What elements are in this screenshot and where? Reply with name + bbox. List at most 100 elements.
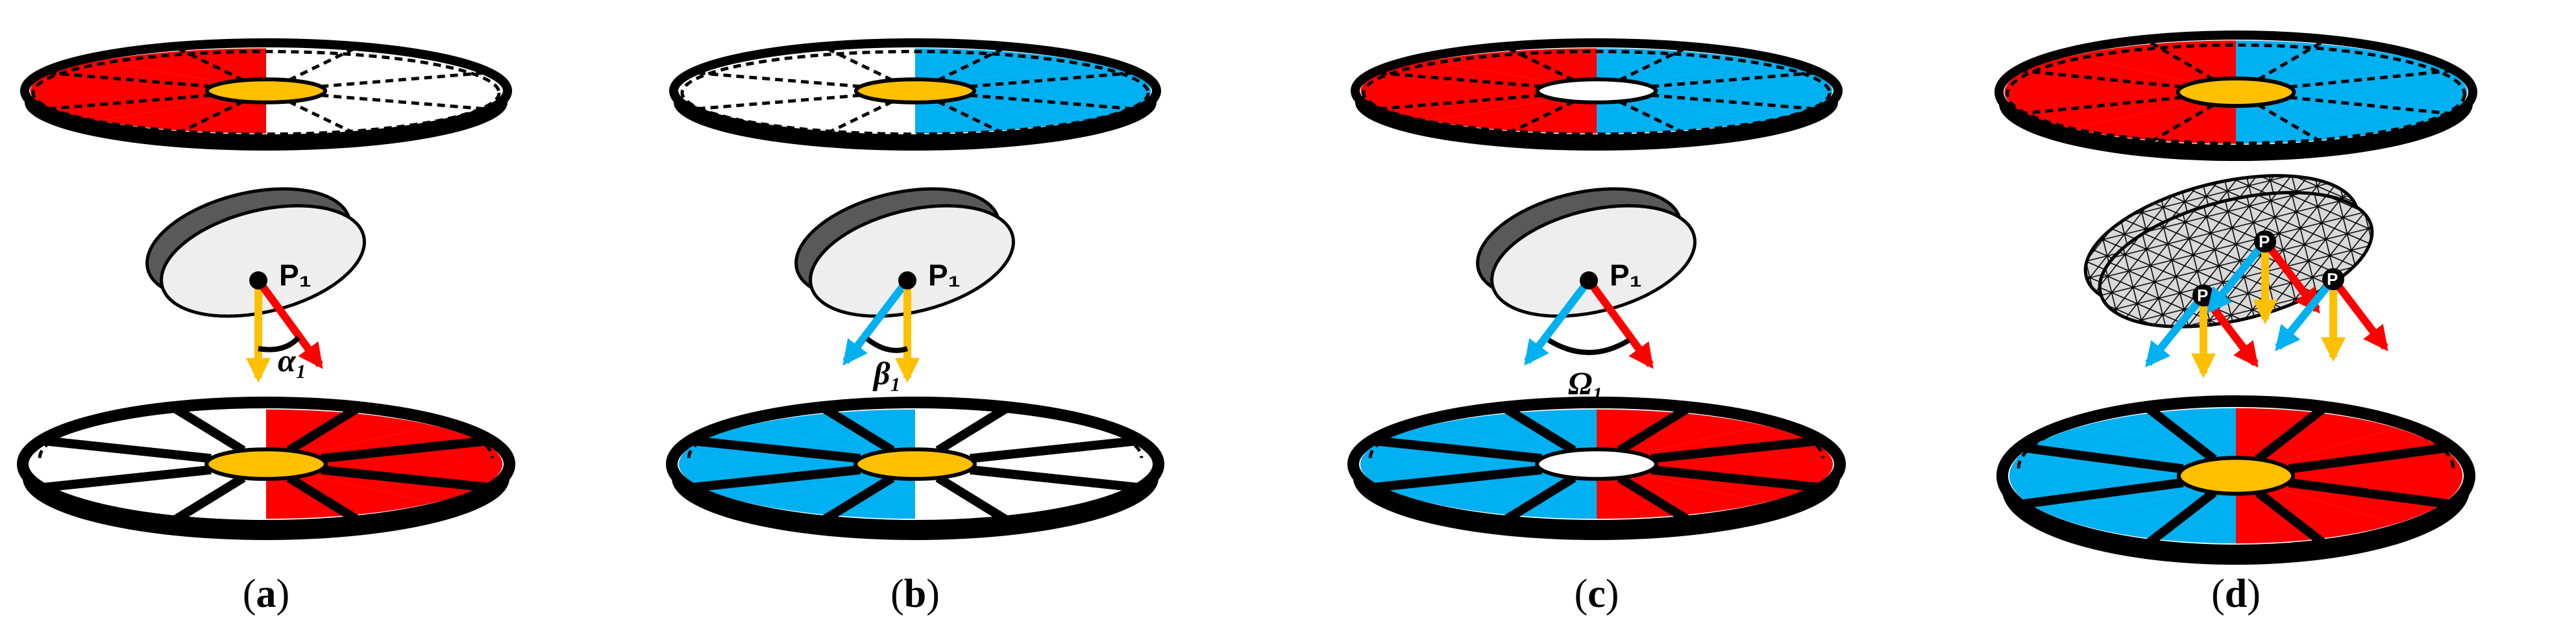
- spoke: [170, 403, 246, 454]
- spoke: [2143, 403, 2217, 463]
- spoke: [321, 436, 492, 463]
- vector-blue: [2207, 239, 2268, 314]
- spoke: [1651, 436, 1822, 463]
- point-label: P₁: [928, 258, 961, 292]
- foot-sole: [809, 204, 1015, 318]
- spoke: [970, 436, 1141, 463]
- point-p: [2322, 268, 2344, 290]
- spoke: [1373, 71, 1543, 88]
- angle-label: α₁: [278, 342, 307, 378]
- top-disc: [20, 38, 512, 151]
- spoke: [1651, 465, 1822, 493]
- spoke: [1501, 403, 1576, 454]
- sector-right-3: [1597, 99, 1764, 134]
- spoke: [286, 474, 362, 525]
- spoke: [2255, 488, 2329, 549]
- sector-right-3: [2236, 101, 2400, 144]
- angle-arc: [1547, 338, 1631, 355]
- spoke: [689, 465, 861, 493]
- hub: [1535, 447, 1658, 481]
- vector-red: [1586, 278, 1654, 369]
- top-disc: [1994, 31, 2477, 161]
- spoke: [2019, 478, 2184, 509]
- spoke: [2288, 443, 2453, 474]
- foot-sole: [160, 204, 366, 318]
- angle-label: β₁: [872, 355, 902, 391]
- spoke: [2288, 478, 2453, 509]
- inner-rim: [680, 49, 1150, 136]
- spoke: [2143, 488, 2217, 549]
- angle-arc: [258, 336, 301, 352]
- spoke: [819, 403, 895, 454]
- caption: (b): [890, 572, 940, 616]
- spoke: [43, 71, 212, 88]
- caption-close: ): [926, 572, 940, 616]
- spoke: [1617, 474, 1693, 525]
- vector-red: [255, 278, 323, 369]
- hub: [853, 77, 977, 105]
- outer-rim: [20, 38, 512, 143]
- sector-left-4: [1429, 99, 1597, 134]
- spoke: [970, 465, 1141, 493]
- point-label: P₁: [1610, 258, 1642, 292]
- spoke: [692, 93, 861, 111]
- spoke: [819, 474, 895, 525]
- spoke: [2144, 103, 2215, 147]
- caption-letter: b: [904, 572, 926, 616]
- spoke: [40, 436, 212, 463]
- spoke: [1650, 71, 1820, 88]
- point-p1: [249, 271, 267, 290]
- sector-right-2: [1638, 91, 1833, 121]
- caption-open: (: [890, 572, 904, 616]
- vector-blue: [2145, 293, 2207, 367]
- hub: [853, 447, 977, 481]
- spoke: [2017, 95, 2183, 116]
- outer-rim: [669, 38, 1161, 143]
- sector-right-0: [1597, 48, 1764, 83]
- caption: (c): [1575, 572, 1619, 616]
- spoke: [320, 71, 489, 88]
- outer-rim: [17, 397, 515, 532]
- spoke: [320, 93, 489, 111]
- foot-body: [794, 187, 1015, 318]
- inner-rim: [2006, 43, 2466, 145]
- spoke: [321, 465, 492, 493]
- spoke: [969, 93, 1138, 111]
- hub: [204, 77, 328, 105]
- bottom-disc: [17, 397, 515, 540]
- spoke: [2257, 38, 2327, 81]
- sector-right-2: [2277, 92, 2468, 129]
- panel-c: P₁ Ω₁ (c): [1347, 38, 1846, 616]
- hub: [2176, 456, 2296, 496]
- spoke: [1501, 474, 1576, 525]
- foot-body: [1476, 187, 1697, 318]
- spoke: [935, 403, 1011, 454]
- spoke: [692, 71, 861, 88]
- spoke: [2289, 95, 2455, 116]
- caption: (d): [2211, 572, 2261, 616]
- point-label: P: [2259, 232, 2270, 251]
- caption-open: (: [243, 572, 256, 616]
- caption-open: (: [2211, 572, 2225, 616]
- sector-left-4: [2072, 101, 2236, 144]
- hub: [1535, 77, 1658, 105]
- sector-right-2: [957, 91, 1151, 121]
- sector-left-5: [2004, 92, 2195, 129]
- spoke: [1371, 465, 1542, 493]
- point-p1: [898, 271, 916, 290]
- point-label: P: [2327, 269, 2338, 289]
- sector-right-0: [2236, 40, 2400, 83]
- spoke: [170, 474, 246, 525]
- caption-close: ): [2247, 572, 2261, 616]
- sector-left-5: [1360, 91, 1555, 121]
- spoke: [286, 403, 362, 454]
- sector-left-5: [30, 91, 225, 121]
- outer-rim: [1996, 395, 2475, 556]
- vector-red: [2262, 239, 2320, 314]
- sector-right-0: [915, 48, 1083, 83]
- angle-label: Ω₁: [1568, 365, 1604, 401]
- caption-close: ): [1606, 572, 1619, 616]
- spoke: [1373, 93, 1543, 111]
